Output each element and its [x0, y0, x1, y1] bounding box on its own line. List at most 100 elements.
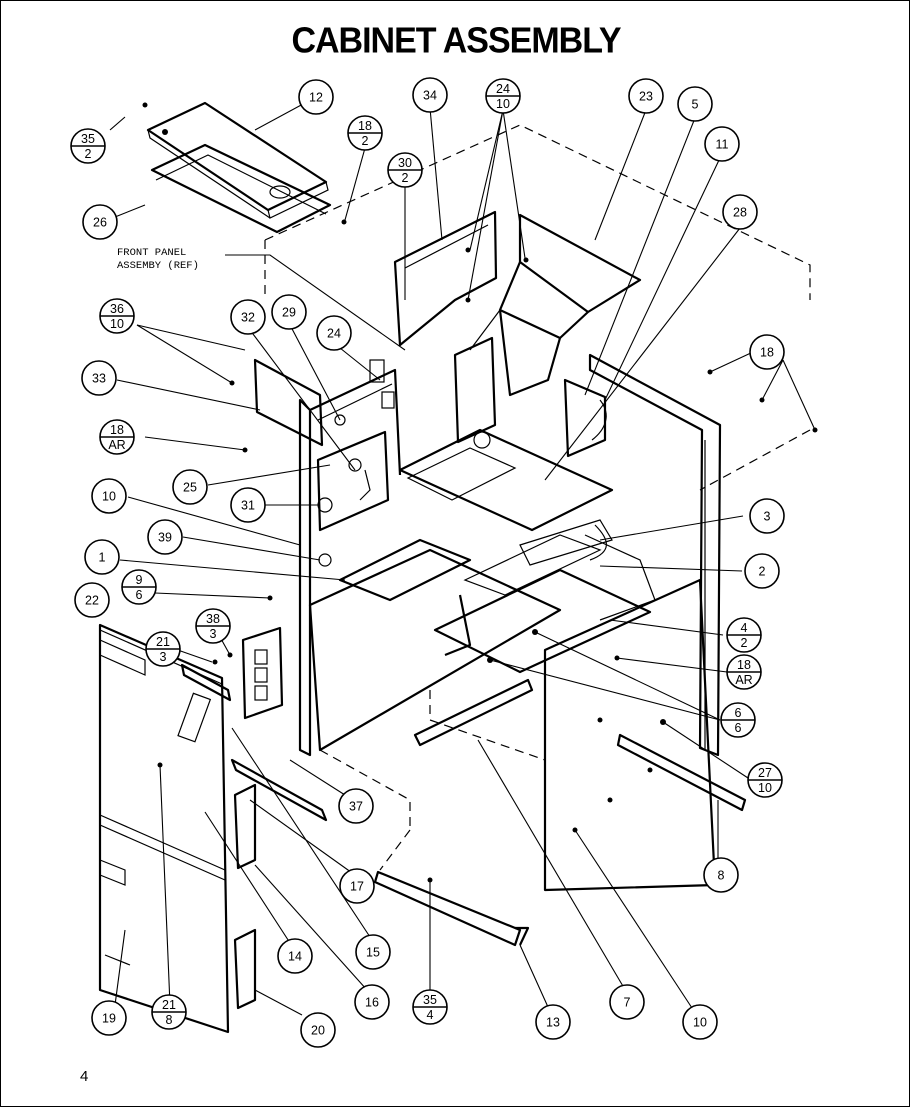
callout-circle — [628, 78, 664, 114]
callout-circle — [682, 1004, 718, 1040]
callout-part-number: 14 — [288, 950, 302, 964]
top-gasket — [150, 143, 332, 234]
callout-16: 16 — [354, 984, 390, 1020]
callout-12: 12 — [298, 79, 334, 115]
callout-part-number: 13 — [546, 1016, 560, 1030]
callout-quantity: 10 — [110, 317, 124, 331]
callout-part-number: 36 — [110, 302, 124, 316]
callout-quantity: 3 — [210, 627, 217, 641]
callout-7: 7 — [609, 984, 645, 1020]
callout-circle — [91, 1000, 127, 1036]
callout-quantity: 8 — [166, 1013, 173, 1027]
callout-part-number: 34 — [423, 89, 437, 103]
callout-part-number: 7 — [624, 996, 631, 1010]
callout-quantity: 2 — [741, 636, 748, 650]
callout-part-number: 19 — [102, 1012, 116, 1026]
callout-circle — [703, 857, 739, 893]
callout-part-number: 27 — [758, 766, 772, 780]
callout-circle — [82, 204, 118, 240]
bottom-dashed-outline — [319, 690, 546, 871]
callout-quantity: 6 — [136, 588, 143, 602]
callout-circle — [147, 519, 183, 555]
callout-part-number: 6 — [735, 706, 742, 720]
callout-quantity: 2 — [402, 171, 409, 185]
callout-22: 22 — [74, 582, 110, 618]
callout-part-number: 20 — [311, 1024, 325, 1038]
callout-part-number: 1 — [99, 551, 106, 565]
callout-quantity: 6 — [735, 721, 742, 735]
callout-quantity: 3 — [160, 650, 167, 664]
callout-circle — [339, 868, 375, 904]
callout-32: 32 — [230, 299, 266, 335]
callout-6-over-6: 66 — [720, 702, 756, 738]
callout-part-number: 24 — [496, 82, 510, 96]
callout-15: 15 — [355, 934, 391, 970]
callout-25: 25 — [172, 469, 208, 505]
callout-quantity: AR — [735, 673, 752, 687]
callout-part-number: 18 — [760, 346, 774, 360]
callout-part-number: 15 — [366, 946, 380, 960]
callout-34: 34 — [412, 77, 448, 113]
callout-circle — [609, 984, 645, 1020]
callout-8: 8 — [703, 857, 739, 893]
callout-35-over-4: 354 — [412, 989, 448, 1025]
callout-3: 3 — [749, 498, 785, 534]
callout-9-over-6: 96 — [121, 569, 157, 605]
callout-20: 20 — [300, 1012, 336, 1048]
callout-10: 10 — [91, 478, 127, 514]
callout-14: 14 — [277, 938, 313, 974]
callout-part-number: 10 — [693, 1016, 707, 1030]
callout-30-over-2: 302 — [387, 152, 423, 188]
callout-part-number: 18 — [358, 119, 372, 133]
page-number: 4 — [80, 1068, 89, 1085]
callout-37: 37 — [338, 788, 374, 824]
callout-21-over-8: 218 — [151, 994, 187, 1030]
callout-23: 23 — [628, 78, 664, 114]
callout-29: 29 — [271, 294, 307, 330]
callout-part-number: 26 — [93, 216, 107, 230]
callout-circle — [749, 498, 785, 534]
front-panel-note: FRONT PANEL ASSEMBY (REF) — [117, 247, 199, 272]
callout-circle — [298, 79, 334, 115]
callout-circle — [744, 553, 780, 589]
callout-part-number: 11 — [716, 138, 729, 152]
page-title: CABINET ASSEMBLY — [291, 21, 621, 61]
callout-circle — [230, 299, 266, 335]
note-line-1: FRONT PANEL — [117, 247, 186, 259]
callout-circle — [749, 334, 785, 370]
callout-quantity: 2 — [85, 147, 92, 161]
callout-circle — [91, 478, 127, 514]
callout-2: 2 — [744, 553, 780, 589]
callout-11: 11 — [704, 126, 740, 162]
callout-part-number: 12 — [309, 91, 323, 105]
callout-part-number: 35 — [423, 993, 437, 1007]
callout-circle — [704, 126, 740, 162]
callout-part-number: 28 — [733, 206, 747, 220]
callout-part-number: 33 — [92, 372, 106, 386]
callout-part-number: 2 — [759, 565, 766, 579]
callout-part-number: 5 — [692, 98, 699, 112]
mullion-panel — [241, 626, 284, 720]
callout-circle — [316, 315, 352, 351]
callout-quantity: 2 — [362, 134, 369, 148]
callout-quantity: 10 — [496, 97, 510, 111]
callout-4-over-2: 42 — [726, 617, 762, 653]
callout-circle — [677, 86, 713, 122]
callout-circle — [271, 294, 307, 330]
top-panel — [146, 101, 329, 219]
callout-circle — [74, 582, 110, 618]
callout-19: 19 — [91, 1000, 127, 1036]
callout-18: 18 — [749, 334, 785, 370]
callout-part-number: 3 — [764, 510, 771, 524]
note-line-2: ASSEMBY (REF) — [117, 260, 199, 272]
callout-part-number: 21 — [162, 998, 176, 1012]
callout-quantity: 10 — [758, 781, 772, 795]
callout-part-number: 39 — [158, 531, 172, 545]
callout-quantity: AR — [108, 438, 125, 452]
callout-circle — [722, 194, 758, 230]
callout-part-number: 29 — [282, 306, 296, 320]
